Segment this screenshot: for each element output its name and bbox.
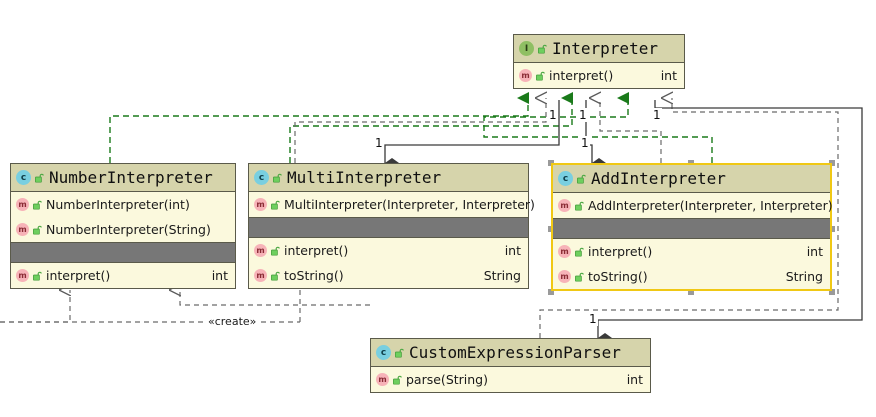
multiplicity-label-3: 1 <box>652 108 662 122</box>
member-row[interactable]: m parse(String) int <box>371 367 650 392</box>
class-title: AddInterpreter <box>591 169 726 188</box>
selection-handle-br[interactable] <box>829 289 835 295</box>
edge-dependency-multi-to-interpreter[interactable] <box>294 98 546 163</box>
member-row[interactable]: m NumberInterpreter(int) <box>11 192 235 217</box>
member-row[interactable]: m interpret() int <box>514 63 684 88</box>
selection-handle-bl[interactable] <box>548 289 554 295</box>
public-lock-icon <box>33 200 42 210</box>
uml-class-add-interpreter[interactable]: c AddInterpreter m AddInterpreter(Interpret… <box>551 163 833 291</box>
class-badge-icon: c <box>558 171 573 186</box>
multiplicity-label-2: 1 <box>578 108 588 122</box>
class-title: MultiInterpreter <box>287 168 442 187</box>
public-lock-icon <box>271 271 280 281</box>
public-lock-icon <box>271 200 280 210</box>
member-name: MultiInterpreter(Interpreter, Interprete… <box>284 197 535 212</box>
public-lock-icon <box>575 272 584 282</box>
member-row[interactable]: m interpret() int <box>249 238 528 263</box>
class-title: NumberInterpreter <box>49 168 213 187</box>
method-badge-icon: m <box>376 373 389 386</box>
member-return-type: int <box>211 268 228 283</box>
uml-class-interpreter[interactable]: I Interpreter m interpret() int <box>513 34 685 89</box>
public-lock-icon <box>575 201 584 211</box>
public-lock-icon <box>536 71 545 81</box>
selection-handle-mr[interactable] <box>829 226 835 232</box>
class-badge-icon: c <box>254 170 269 185</box>
class-separator-row <box>11 242 235 263</box>
member-name: NumberInterpreter(String) <box>46 222 211 237</box>
edge-realization-multi-interpreter[interactable] <box>289 92 573 163</box>
public-lock-icon <box>273 173 282 183</box>
class-header-interpreter[interactable]: I Interpreter <box>514 35 684 63</box>
member-return-type: String <box>483 268 521 283</box>
method-badge-icon: m <box>558 245 571 258</box>
method-badge-icon: m <box>254 269 267 282</box>
member-return-type: String <box>785 269 823 284</box>
member-row[interactable]: m MultiInterpreter(Interpreter, Interpret… <box>249 192 535 217</box>
uml-class-custom-expression-parser[interactable]: c CustomExpressionParser m parse(String) int <box>370 338 651 393</box>
member-name: toString() <box>588 269 648 284</box>
member-return-type: int <box>660 68 677 83</box>
member-name: toString() <box>284 268 344 283</box>
public-lock-icon <box>395 348 404 358</box>
member-row[interactable]: m AddInterpreter(Interpreter, Interpreter… <box>553 193 833 218</box>
class-badge-icon: c <box>376 345 391 360</box>
member-return-type: int <box>806 244 823 259</box>
edge-realization-number-interpreter[interactable] <box>109 92 529 163</box>
class-header-add-interpreter[interactable]: c AddInterpreter <box>553 165 830 193</box>
class-separator-row <box>249 217 528 238</box>
member-row[interactable]: m toString() String <box>249 263 528 288</box>
selection-handle-tr[interactable] <box>829 160 835 166</box>
member-name: interpret() <box>284 243 349 258</box>
public-lock-icon <box>538 44 547 54</box>
member-name: parse(String) <box>406 372 488 387</box>
public-lock-icon <box>575 247 584 257</box>
multiplicity-label-5: 1 <box>580 136 590 150</box>
public-lock-icon <box>33 271 42 281</box>
member-return-type: int <box>504 243 521 258</box>
interface-badge-icon: I <box>519 41 534 56</box>
method-badge-icon: m <box>519 69 532 82</box>
method-badge-icon: m <box>558 270 571 283</box>
member-row[interactable]: m interpret() int <box>553 239 830 264</box>
member-name: interpret() <box>46 268 111 283</box>
public-lock-icon <box>393 375 402 385</box>
class-header-multi-interpreter[interactable]: c MultiInterpreter <box>249 164 528 192</box>
method-badge-icon: m <box>254 198 267 211</box>
method-badge-icon: m <box>254 244 267 257</box>
method-badge-icon: m <box>16 269 29 282</box>
selection-handle-bc[interactable] <box>688 289 694 295</box>
stereotype-create-label: «create» <box>206 315 259 328</box>
public-lock-icon <box>33 225 42 235</box>
public-lock-icon <box>271 246 280 256</box>
member-row[interactable]: m toString() String <box>553 264 830 289</box>
class-title: Interpreter <box>552 39 658 58</box>
class-title: CustomExpressionParser <box>409 343 621 362</box>
member-row[interactable]: m NumberInterpreter(String) <box>11 217 235 242</box>
edge-create-parser-to-number-right[interactable] <box>180 290 370 306</box>
public-lock-icon <box>35 173 44 183</box>
method-badge-icon: m <box>16 198 29 211</box>
class-badge-icon: c <box>16 170 31 185</box>
member-name: AddInterpreter(Interpreter, Interpreter) <box>588 198 833 213</box>
edge-composition-interpreter-multi[interactable] <box>384 100 560 168</box>
method-badge-icon: m <box>558 199 571 212</box>
class-separator-row <box>553 218 830 239</box>
member-name: interpret() <box>549 68 614 83</box>
public-lock-icon <box>577 174 586 184</box>
member-return-type: int <box>626 372 643 387</box>
uml-class-multi-interpreter[interactable]: c MultiInterpreter m MultiInterpreter(Inter… <box>248 163 535 289</box>
method-badge-icon: m <box>16 223 29 236</box>
multiplicity-label-4: 1 <box>374 136 384 150</box>
class-header-custom-expression-parser[interactable]: c CustomExpressionParser <box>371 339 650 367</box>
class-header-number-interpreter[interactable]: c NumberInterpreter <box>11 164 235 192</box>
multiplicity-label-1: 1 <box>548 108 558 122</box>
member-name: interpret() <box>588 244 653 259</box>
edge-realization-add-interpreter[interactable] <box>483 92 713 163</box>
member-row[interactable]: m interpret() int <box>11 263 235 288</box>
member-name: NumberInterpreter(int) <box>46 197 190 212</box>
multiplicity-label-6: 1 <box>588 312 598 326</box>
uml-class-number-interpreter[interactable]: c NumberInterpreter m NumberInterpreter(int… <box>10 163 236 289</box>
